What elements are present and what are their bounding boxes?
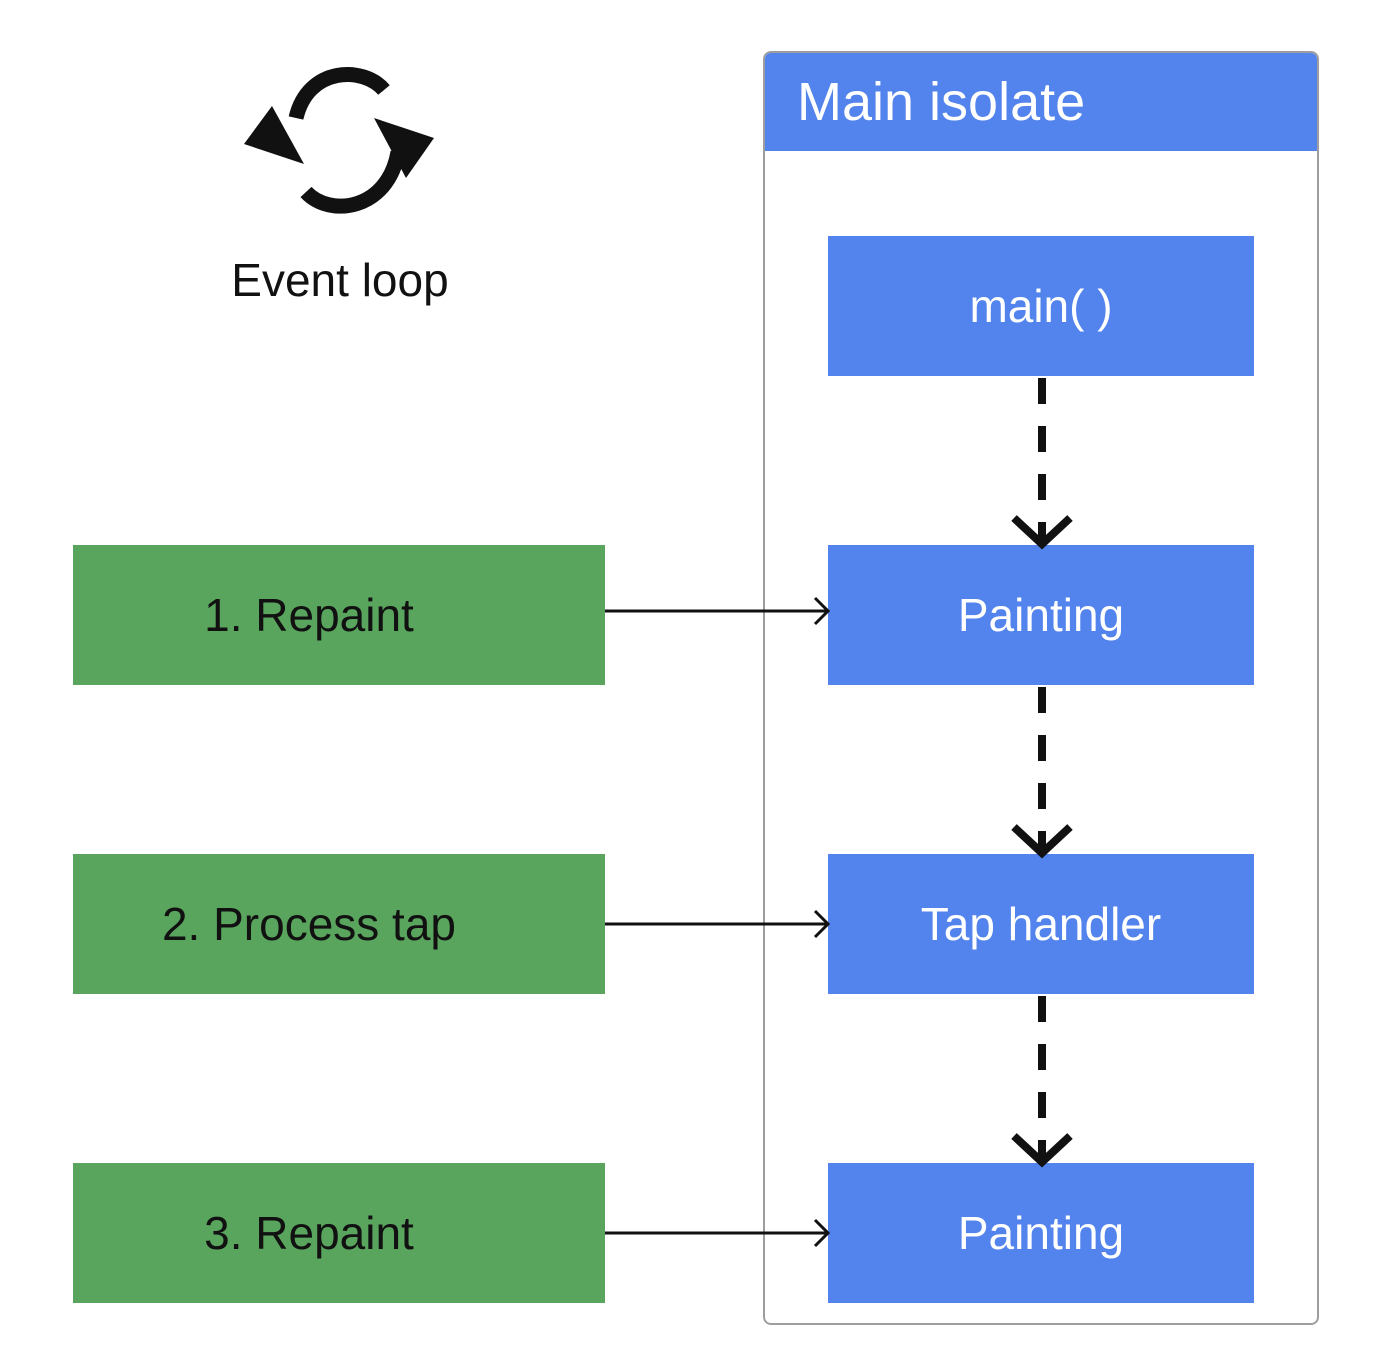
event-repaint-3: 3. Repaint <box>73 1163 605 1303</box>
event-repaint-1: 1. Repaint <box>73 545 605 685</box>
step-painting-1: Painting <box>828 545 1254 685</box>
main-isolate-title: Main isolate <box>765 53 1317 151</box>
event-loop-icon <box>238 60 440 220</box>
step-tap-handler: Tap handler <box>828 854 1254 994</box>
step-main: main( ) <box>828 236 1254 376</box>
step-painting-2: Painting <box>828 1163 1254 1303</box>
event-loop-label: Event loop <box>231 254 449 306</box>
event-process-tap: 2. Process tap <box>73 854 605 994</box>
